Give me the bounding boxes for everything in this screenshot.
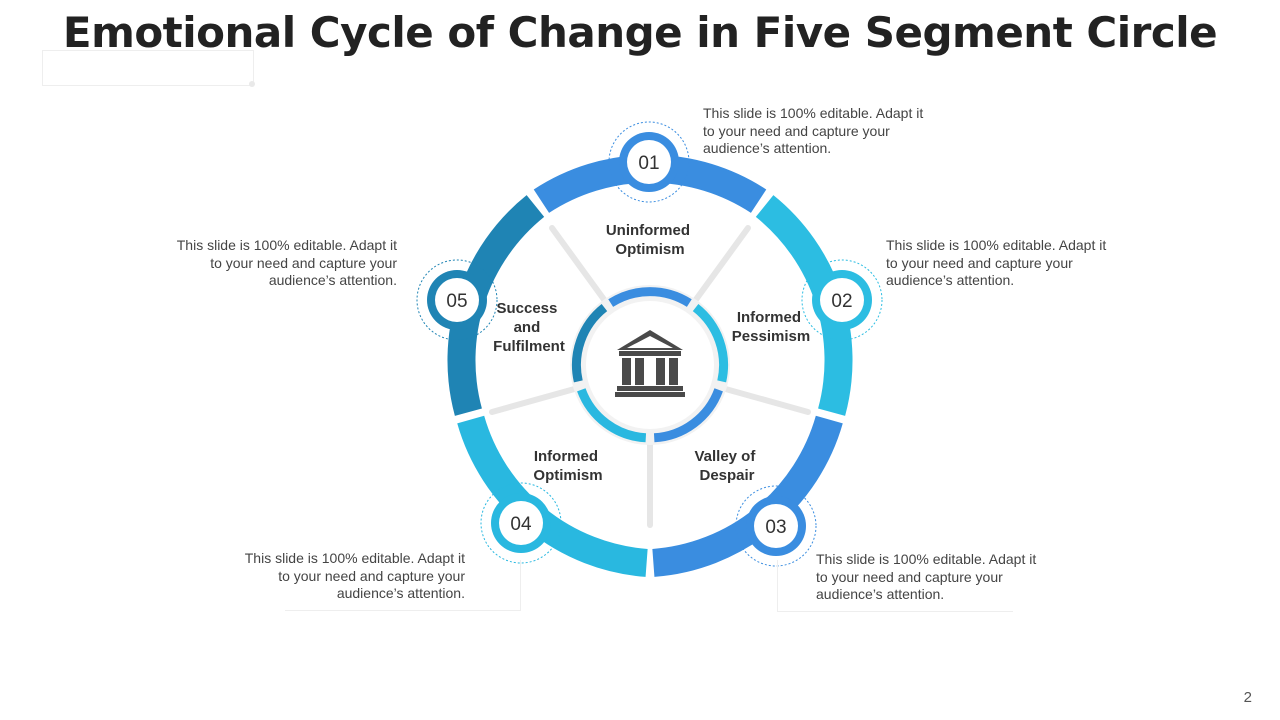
note-03-line-1: This slide is 100% editable. Adapt it [816,551,1037,567]
badge-number-05: 05 [446,291,467,312]
note-02-line-1: This slide is 100% editable. Adapt it [886,237,1107,253]
note-03-rule [777,611,1013,612]
hub-arc-5 [571,304,608,383]
decorative-frame [42,50,254,86]
badge-03 [735,485,817,567]
badge-number-01: 01 [638,153,659,174]
note-03-line-2: to your need and capture your [816,568,1003,585]
hub-arc-3 [653,388,723,443]
hub-arc-2 [692,304,729,383]
spoke-1 [689,225,751,308]
badge-04 [480,482,562,564]
badge-number-04: 04 [510,514,532,535]
hub-arc-1 [608,287,692,307]
badge-05 [416,259,498,341]
badge-number-02: 02 [831,291,852,312]
note-05-line-3: audience’s attention. [268,272,397,288]
note-03-vrule [777,560,778,612]
badge-02 [801,259,883,341]
hub-inner [586,301,714,429]
segment-label-03: Valley of Despair [694,448,759,484]
segment-label-01: Uninformed Optimism [606,222,694,258]
segment-label-05: Success and Fulfilment [493,300,565,355]
note-01-line-3: audience’s attention. [703,140,832,156]
note-05-line-1: This slide is 100% editable. Adapt it [176,237,397,253]
note-01-line-2: to your need and capture your [703,122,890,139]
hub-arc-4 [577,388,647,443]
note-04-line-2: to your need and capture your [278,567,465,584]
slide-title: Emotional Cycle of Change in Five Segmen… [62,8,1218,57]
note-02-line-2: to your need and capture your [886,254,1073,271]
note-01-line-1: This slide is 100% editable. Adapt it [703,105,924,121]
decorative-dot [249,81,255,87]
note-04: This slide is 100% editable. Adapt it to… [225,550,465,603]
note-05: This slide is 100% editable. Adapt it to… [157,237,397,290]
note-04-rule [285,610,521,611]
note-02-line-3: audience’s attention. [886,272,1015,288]
note-03-line-3: audience’s attention. [816,586,945,602]
segment-label-04: Informed Optimism [533,448,602,484]
note-04-vrule [520,560,521,611]
note-01: This slide is 100% editable. Adapt it to… [703,105,943,158]
note-04-line-1: This slide is 100% editable. Adapt it [244,550,465,566]
spoke-2 [719,385,811,415]
note-04-line-3: audience’s attention. [336,585,465,601]
bank-building-icon [615,330,685,397]
badge-01 [608,121,690,203]
spoke-5 [549,225,611,308]
spoke-4 [489,385,581,415]
badge-number-03: 03 [765,517,786,538]
note-02: This slide is 100% editable. Adapt it to… [886,237,1126,290]
note-03: This slide is 100% editable. Adapt it to… [816,551,1056,604]
page-number: 2 [1243,689,1252,706]
segment-label-02: Informed Pessimism [732,309,810,345]
note-05-line-2: to your need and capture your [210,254,397,271]
